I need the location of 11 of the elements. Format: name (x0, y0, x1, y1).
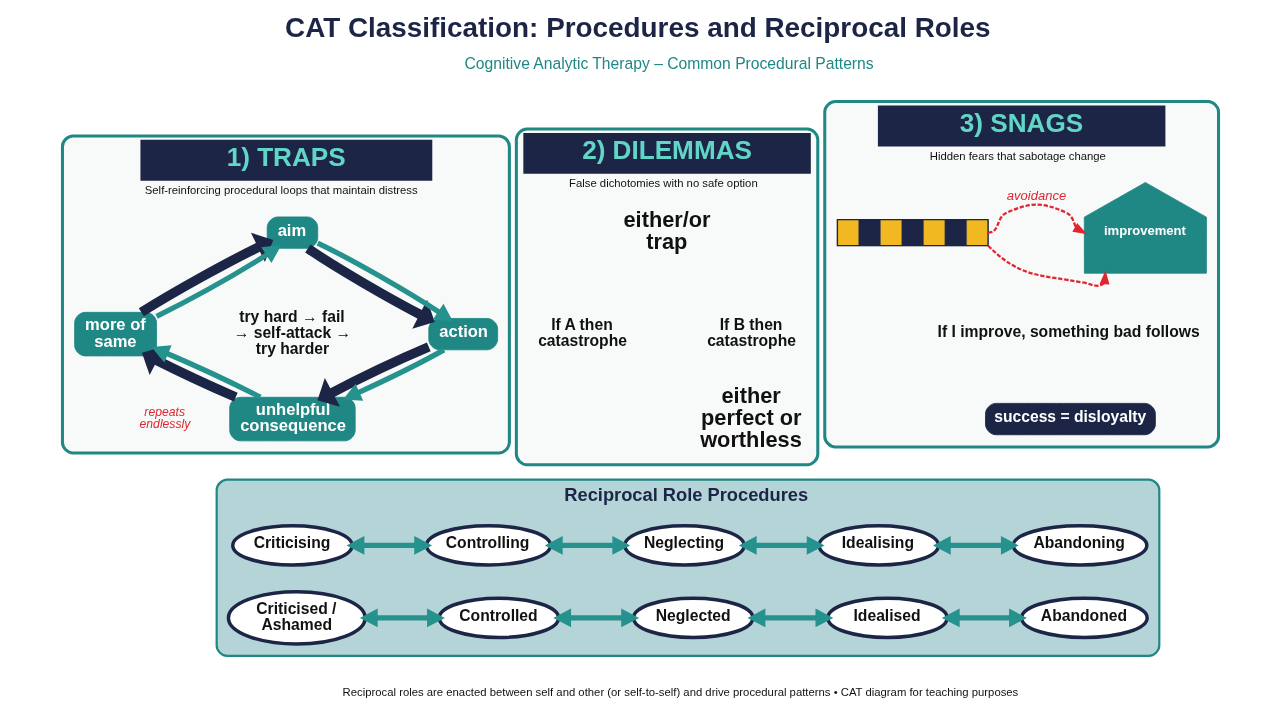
diagram-title: CAT Classification: Procedures and Reciprocal Roles (284, 11, 990, 43)
label: Cognitive Analytic Therapy – Common Procedural Patterns (464, 54, 874, 72)
label: If B then catastrophe (706, 316, 796, 349)
label: repeats endlessly (139, 404, 190, 431)
caption: Reciprocal roles are enacted between self and other (or self-to-self) and drive procedural patterns • CAT diagram for teaching purposes (342, 685, 1018, 698)
label: If A then catastrophe (537, 316, 627, 349)
label: either/or trap (623, 207, 711, 255)
label: either perfect or worthless (699, 382, 802, 452)
label: try hard → fail → self-attack → try harder (233, 308, 351, 357)
edge-label: avoidance (1006, 187, 1066, 203)
label: If I improve, something bad follows (937, 323, 1200, 341)
